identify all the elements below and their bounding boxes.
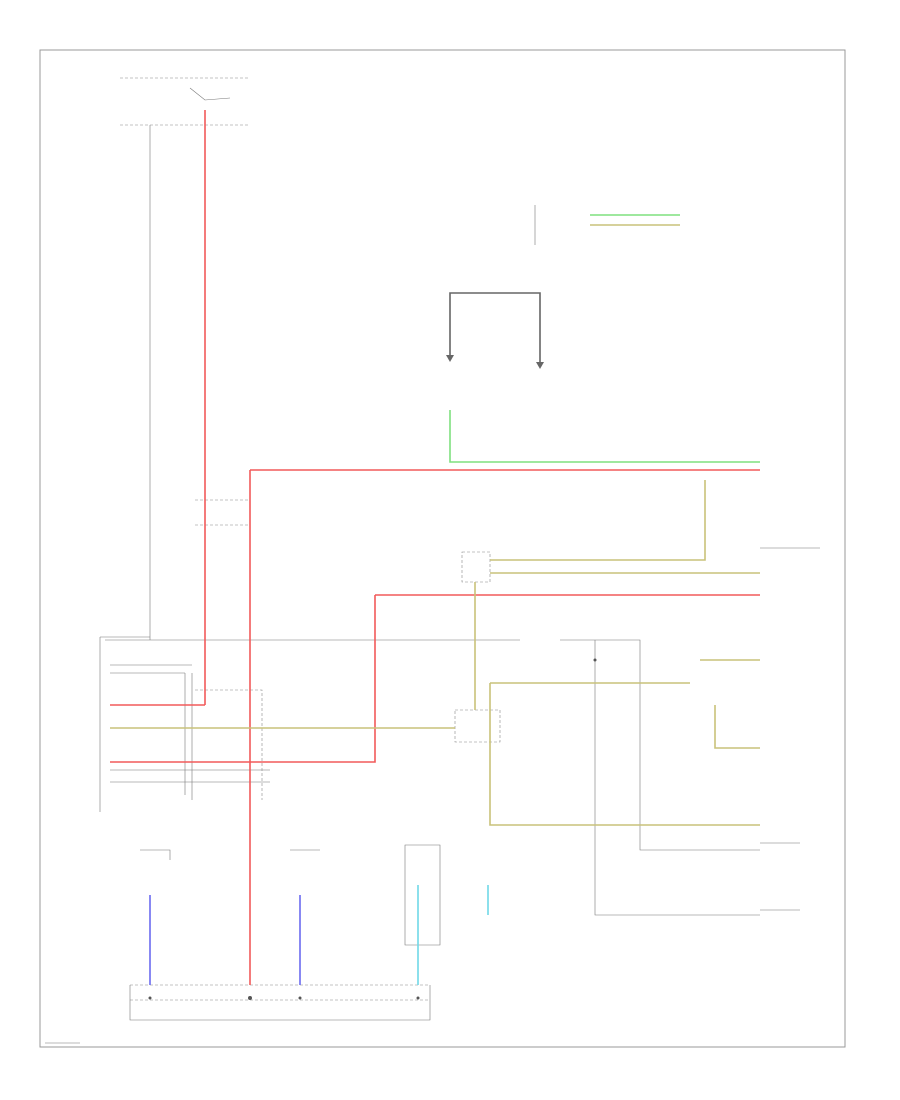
- thin-wires: [45, 77, 820, 1044]
- yellow-wires: [110, 224, 760, 826]
- junction-dots: [148, 658, 597, 1000]
- red-wires: [110, 110, 760, 985]
- cyan-wires: [417, 885, 489, 985]
- blue-wires: [149, 895, 301, 985]
- diagram-frame: [39, 49, 846, 1048]
- green-wires: [449, 214, 760, 463]
- gray-harness: [446, 292, 544, 369]
